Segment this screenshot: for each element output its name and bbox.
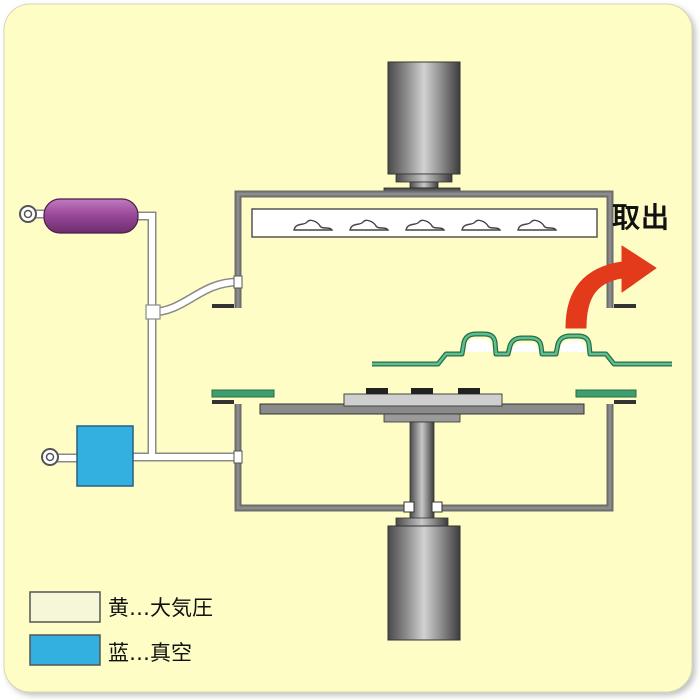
background-panel: [3, 3, 693, 693]
mold-block-3: [458, 388, 480, 394]
mold-base: [343, 393, 503, 407]
formed-film: [372, 331, 672, 367]
mold-block-2: [411, 388, 433, 394]
heater-elements: [293, 219, 558, 231]
take-out-arrow: [565, 245, 657, 329]
heater-plate: [251, 208, 598, 238]
mold-block-1: [366, 388, 388, 394]
vacuum-pump: [76, 425, 134, 487]
lower-piston: [387, 517, 461, 641]
legend-atmospheric-label: 黄…大気圧: [108, 596, 213, 620]
pressure-tank: [43, 198, 139, 234]
pipe-tee-joint: [145, 304, 161, 320]
legend-swatch-blue: [29, 634, 101, 666]
upper-chamber: [212, 190, 636, 308]
lower-chamber: [211, 388, 637, 521]
upper-piston: [383, 61, 461, 195]
legend-vacuum-label: 蓝…真空: [108, 641, 192, 665]
legend-swatch-yellow: [29, 591, 101, 623]
take-out-label: 取出: [612, 201, 671, 234]
